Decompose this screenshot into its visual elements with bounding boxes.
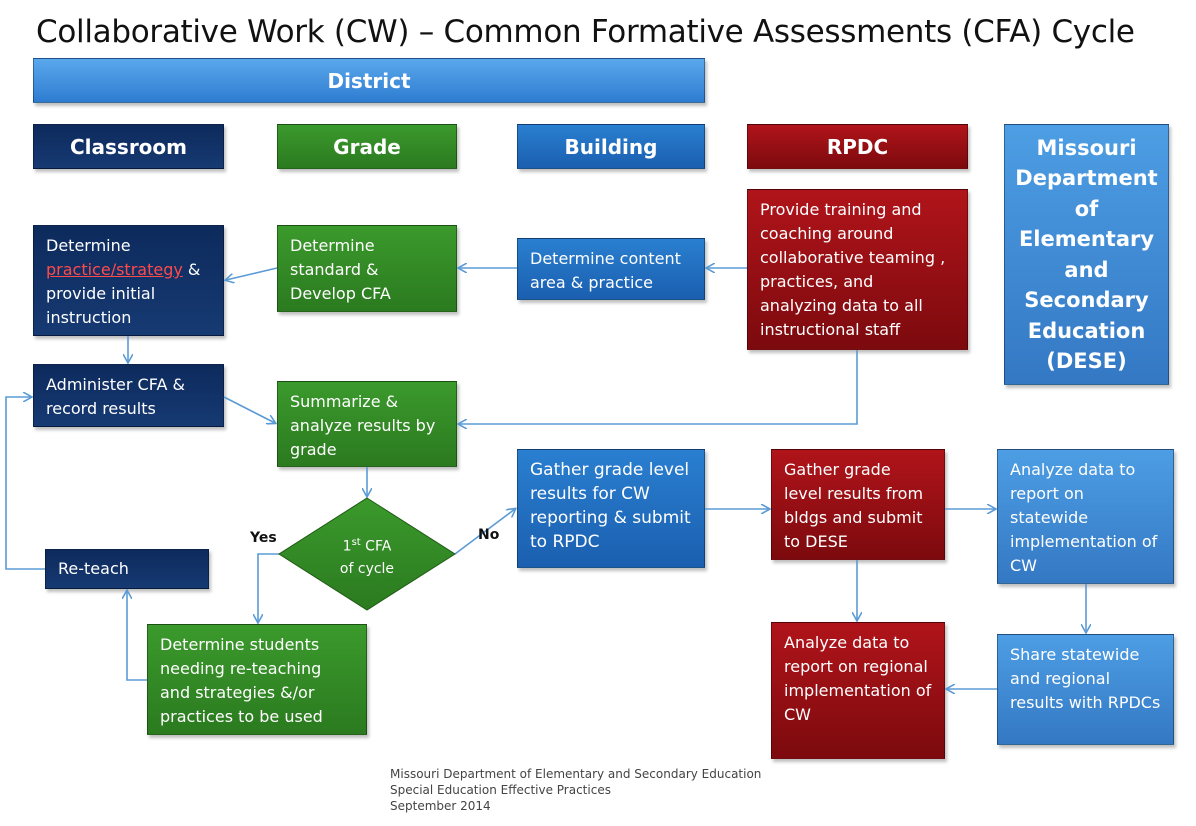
footer: Missouri Department of Elementary and Se… <box>390 766 761 814</box>
determine-students-box: Determine students needing re-teaching a… <box>147 624 367 735</box>
arrow-administer-to-summarize <box>223 396 275 423</box>
grade-header: Grade <box>277 124 457 169</box>
determine-practice-text-pre: Determine <box>46 236 131 255</box>
no-label: No <box>478 527 500 543</box>
arrow-students-to-reteach <box>127 591 147 681</box>
administer-cfa-box: Administer CFA & record results <box>33 364 224 427</box>
decision-diamond <box>278 497 456 611</box>
decision-text: 1st CFA of cycle <box>317 532 417 580</box>
practice-strategy-highlight: practice/strategy <box>46 260 183 279</box>
summarize-box: Summarize & analyze results by grade <box>277 381 457 467</box>
analyze-regional-box: Analyze data to report on regional imple… <box>771 622 945 759</box>
decision-line1-rest: CFA <box>360 538 392 555</box>
decision-line1-sup: st <box>351 537 361 548</box>
arrow-decision-yes <box>258 553 281 622</box>
district-header: District <box>33 58 705 103</box>
gather-rpdc-box: Gather grade level results from bldgs an… <box>771 449 945 560</box>
reteach-box: Re-teach <box>45 549 209 589</box>
rpdc-header: RPDC <box>747 124 968 169</box>
building-header: Building <box>517 124 705 169</box>
determine-standard-box: Determine standard & Develop CFA <box>277 225 457 312</box>
gather-building-box: Gather grade level results for CW report… <box>517 449 705 568</box>
arrow-reteach-to-administer <box>5 397 45 570</box>
arrow-decision-no <box>454 509 515 555</box>
yes-label: Yes <box>250 530 277 546</box>
decision-line2: of cycle <box>339 560 395 577</box>
analyze-statewide-box: Analyze data to report on statewide impl… <box>997 449 1174 584</box>
determine-practice-text-post: & provide initial instruction <box>46 260 201 327</box>
classroom-header: Classroom <box>33 124 224 169</box>
dese-header: Missouri Department of Elementary and Se… <box>1004 124 1169 385</box>
footer-line3: September 2014 <box>390 799 491 813</box>
arrow-standard-to-practice <box>226 267 278 280</box>
arrow-training-to-summarize <box>459 350 858 424</box>
diagram-title: Collaborative Work (CW) – Common Formati… <box>36 14 1135 50</box>
footer-line2: Special Education Effective Practices <box>390 783 611 797</box>
footer-line1: Missouri Department of Elementary and Se… <box>390 767 762 781</box>
provide-training-box: Provide training and coaching around col… <box>747 189 968 350</box>
determine-content-box: Determine content area & practice <box>517 238 705 300</box>
decision-line1-num: 1 <box>342 538 352 555</box>
share-statewide-box: Share statewide and regional results wit… <box>997 634 1174 745</box>
